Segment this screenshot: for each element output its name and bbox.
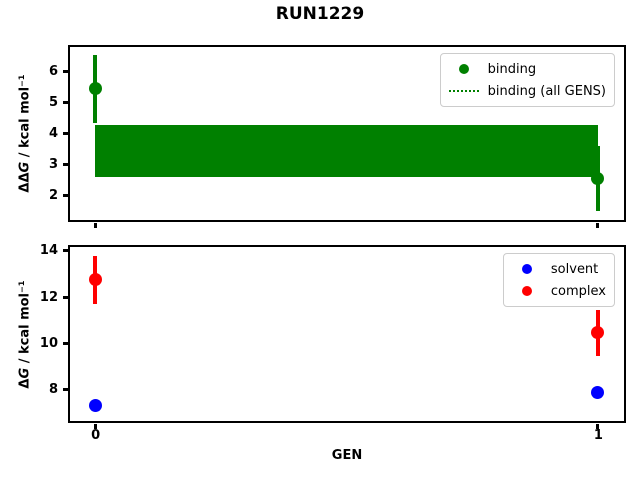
- legend-label-binding-all-gens: binding (all GENS): [487, 83, 606, 99]
- y-tick-label: 6: [48, 64, 58, 80]
- y-tick: [62, 132, 68, 136]
- y-tick-label: 3: [48, 157, 58, 173]
- legend-handle: [449, 64, 479, 74]
- legend-item-solvent: solvent: [512, 259, 606, 279]
- legend-item-binding: binding: [449, 59, 606, 79]
- y-tick-label: 5: [48, 95, 58, 111]
- xlabel-gen: GEN: [331, 448, 363, 463]
- y-tick: [62, 249, 68, 253]
- y-tick: [62, 70, 68, 74]
- y-tick: [62, 295, 68, 299]
- legend-item-binding-all-gens: binding (all GENS): [448, 81, 606, 101]
- y-tick: [62, 101, 68, 105]
- dotted-line-icon: [448, 90, 479, 92]
- solvent-data-point: [88, 398, 102, 412]
- binding-plot-axes: binding binding (all GENS): [62, 45, 626, 228]
- y-tick-label: 12: [39, 289, 58, 305]
- x-tick: [596, 222, 600, 228]
- legend-handle: [512, 286, 542, 296]
- solvent-marker-icon: [521, 264, 532, 274]
- legend-label-solvent: solvent: [550, 261, 599, 277]
- y-tick: [62, 163, 68, 167]
- y-tick: [62, 194, 68, 198]
- components-plot-axes: solvent complex: [62, 245, 626, 429]
- y-tick-label: 8: [48, 381, 58, 397]
- binding-marker-icon: [458, 64, 469, 74]
- complex-marker-icon: [521, 286, 532, 296]
- x-tick: [93, 423, 97, 429]
- all-gens-band: [95, 125, 598, 178]
- figure-title: RUN1229: [275, 4, 365, 24]
- binding-data-point: [88, 82, 102, 96]
- y-tick-label: 4: [48, 126, 58, 142]
- y-tick: [62, 341, 68, 345]
- legend-label-complex: complex: [550, 283, 606, 299]
- x-tick: [596, 423, 600, 429]
- y-tick-label: 2: [48, 188, 58, 204]
- complex-data-point: [591, 326, 605, 340]
- legend-handle: [448, 90, 479, 92]
- binding-legend: binding binding (all GENS): [439, 53, 615, 107]
- y-tick-label: 14: [39, 243, 58, 259]
- legend-item-complex: complex: [512, 281, 606, 301]
- legend-label-binding: binding: [487, 61, 537, 77]
- y-tick: [62, 387, 68, 391]
- x-tick: [93, 222, 97, 228]
- complex-data-point: [88, 273, 102, 287]
- solvent-data-point: [591, 386, 605, 400]
- x-tick-label: 1: [593, 428, 603, 443]
- legend-handle: [512, 264, 542, 274]
- x-tick-label: 0: [91, 428, 101, 443]
- components-legend: solvent complex: [502, 253, 615, 307]
- y-tick-label: 10: [39, 335, 58, 351]
- binding-data-point: [591, 172, 605, 186]
